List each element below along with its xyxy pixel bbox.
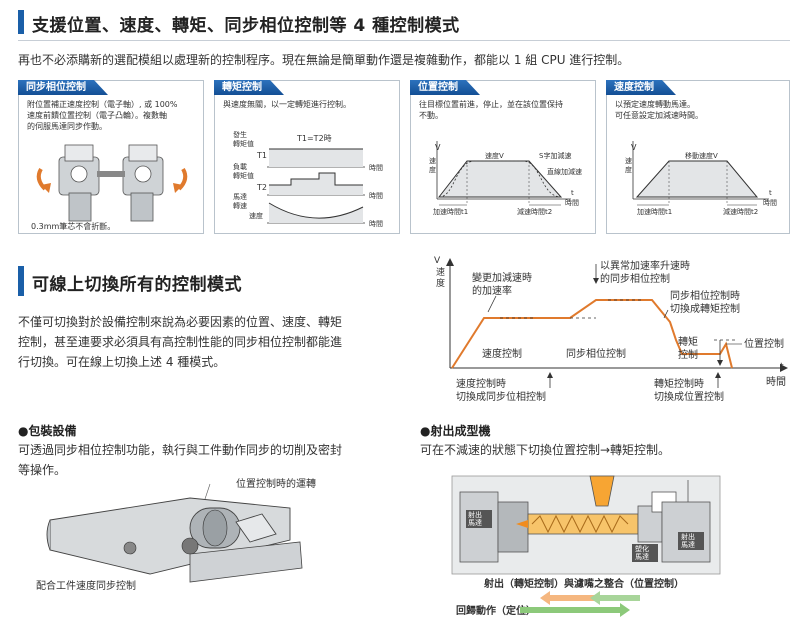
panel-sync-phase: 同步相位控制 附位置補正速度控制（電子軸）, 或 100%速度前饋位置控制（電子…	[18, 80, 204, 234]
section1-accent-bar	[18, 10, 24, 34]
switch-speed-to-sync-label: 速度控制時切換成同步位相控制	[456, 379, 546, 403]
switch-sync-torque-label: 同步相位控制時切換成轉矩控制	[670, 291, 740, 315]
example1-desc: 可透過同步相位控制功能，執行與工件動作同步的切削及密封等操作。	[18, 443, 343, 477]
example2-title: ●射出成型機	[420, 424, 491, 438]
panel-sync-phase-note: 0.3mm筆芯不會折斷。	[31, 222, 116, 231]
switch-speed-ctrl-label: 速度控制	[482, 349, 522, 360]
switch-torque-to-pos-label: 轉矩控制時切換成位置控制	[654, 379, 724, 403]
panel-sync-phase-desc: 附位置補正速度控制（電子軸）, 或 100%速度前饋位置控制（電子凸輪）。複數軸…	[27, 100, 178, 131]
torque-load-label: 負載轉矩值	[233, 163, 254, 180]
panel-torque-desc: 與速度無關，以一定轉矩進行控制。	[223, 100, 351, 109]
section2-desc: 不僅可切換對於設備控制來說為必要因素的位置、速度、轉矩控制，甚至連要求必須具有高…	[18, 315, 343, 369]
speed-y-label: 速度	[625, 157, 632, 174]
switch-torque-ctrl-label: 轉矩控制	[678, 337, 698, 361]
position-t-label: t	[571, 189, 574, 197]
position-v-label: V	[435, 143, 441, 152]
position-speed-label: 速度V	[485, 152, 504, 160]
injection-machine	[451, 475, 721, 575]
speed-move-label: 移動速度V	[685, 152, 718, 160]
section2-title: 可線上切換所有的控制模式	[32, 275, 242, 295]
section1-title: 支援位置、速度、轉矩、同步相位控制等 4 種控制模式	[32, 16, 460, 36]
switch-change-accel-label: 變更加減速時的加速率	[472, 273, 532, 297]
panel-torque: 轉矩控制 與速度無關，以一定轉矩進行控制。 T1=T2時 發生轉矩值 T1 負載…	[214, 80, 400, 234]
torque-speed-label: 速度	[249, 212, 263, 220]
speed-acc-label: 加速時間t1	[637, 208, 673, 216]
section2-accent-bar	[18, 266, 24, 296]
example1-label-position-run: 位置控制時的運轉	[236, 479, 316, 490]
switch-pos-ctrl-label: 位置控制	[744, 339, 784, 350]
position-linear-label: 直線加減速	[547, 168, 582, 176]
position-y-label: 速度	[429, 157, 436, 174]
panel-position-title: 位置控制	[410, 80, 480, 95]
example2-caption1: 射出（轉矩控制）與濾嘴之整合（位置控制）	[484, 579, 684, 590]
example2-desc: 可在不減速的狀態下切換位置控制→轉矩控制。	[420, 443, 671, 457]
panel-torque-title: 轉矩控制	[214, 80, 284, 95]
panel-position-desc: 往目標位置前進，停止，並在該位置保持不動。	[419, 100, 563, 120]
control-arrows	[540, 591, 640, 605]
example1-label-sync: 配合工件速度同步控制	[36, 581, 136, 592]
mode-switch-chart: V 速度 變更加減速時的加速率 以異常加速率升速時的同步相位控制 同步相位控制時…	[420, 256, 790, 416]
injection-illustration: 射出馬達 射出馬達 塑化馬達	[451, 462, 722, 575]
section1-rule	[18, 40, 790, 41]
position-profile-chart	[436, 141, 571, 206]
motor-label-1: 射出馬達	[468, 511, 482, 527]
torque-gen-label: 發生轉矩值	[233, 131, 254, 148]
panel-speed-title: 速度控制	[606, 80, 676, 95]
example2-caption2: 回歸動作（定位）	[456, 606, 536, 617]
torque-time-label-3: 時間	[369, 220, 383, 228]
sync-mechanism-illustration	[36, 144, 188, 222]
position-dec-label: 減速時間t2	[517, 208, 553, 216]
switch-y-label: 速度	[436, 268, 446, 289]
torque-motor-speed-label: 馬達轉速	[233, 193, 247, 210]
torque-t1-label: T1	[257, 151, 267, 160]
mode-switch-graph	[446, 258, 788, 388]
panel-sync-phase-title: 同步相位控制	[18, 80, 108, 95]
example1-title: ●包裝設備	[18, 424, 77, 438]
torque-t1t2-label: T1=T2時	[297, 134, 332, 143]
torque-time-label-1: 時間	[369, 164, 383, 172]
panel-speed-desc: 以預定速度轉動馬達。可任意設定加減速時間。	[615, 100, 703, 120]
motor-label-3: 塑化馬達	[635, 545, 649, 561]
panel-position: 位置控制 往目標位置前進，停止，並在該位置保持不動。 V 速度 速度V S字加減…	[410, 80, 596, 234]
torque-t2-label: T2	[257, 183, 267, 192]
motor-label-2: 射出馬達	[681, 533, 695, 549]
torque-waveforms	[267, 148, 365, 224]
position-time-label: 時間	[565, 199, 579, 207]
position-scurve-label: S字加減速	[539, 152, 572, 160]
switch-time-label: 時間	[766, 377, 786, 388]
switch-t-label: t	[780, 362, 784, 372]
section1-desc: 再也不必添購新的選配模組以處理新的控制程序。現在無論是簡單動作還是複雜動作，都能…	[18, 53, 630, 67]
torque-time-label-2: 時間	[369, 192, 383, 200]
position-acc-label: 加速時間t1	[433, 208, 469, 216]
speed-t-label: t	[769, 189, 772, 197]
panel-speed: 速度控制 以預定速度轉動馬達。可任意設定加減速時間。 V 速度 移動速度V t …	[606, 80, 790, 234]
packaging-illustration	[46, 483, 303, 583]
switch-sync-ctrl-label: 同步相位控制	[566, 349, 626, 360]
speed-time-label: 時間	[763, 199, 777, 207]
return-arrow	[520, 603, 630, 617]
speed-v-label: V	[631, 143, 637, 152]
switch-sync-label: 以異常加速率升速時的同步相位控制	[600, 261, 690, 285]
speed-dec-label: 減速時間t2	[723, 208, 759, 216]
switch-v-label: V	[434, 256, 441, 266]
speed-profile-chart	[632, 141, 769, 206]
